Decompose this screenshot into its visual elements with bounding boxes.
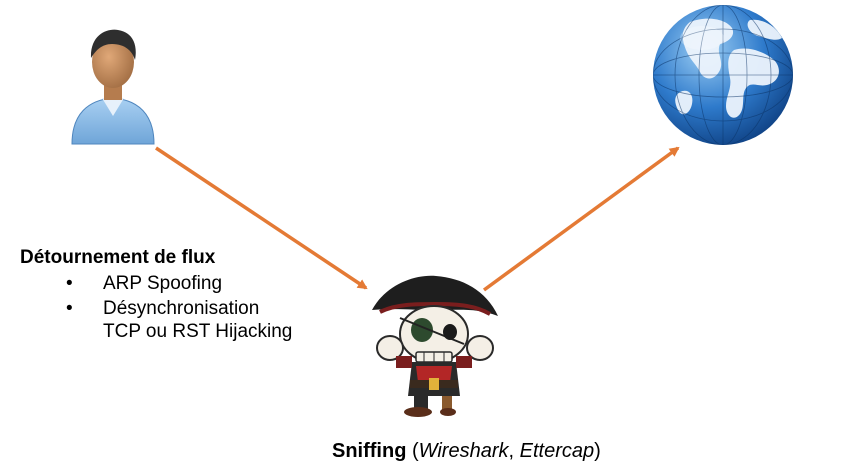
arrow-user-to-attacker bbox=[155, 146, 368, 290]
caption-tool-ettercap: Ettercap bbox=[519, 440, 595, 462]
hijack-title: Détournement de flux bbox=[20, 247, 216, 268]
arrow-attacker-to-internet bbox=[482, 146, 680, 292]
caption-close: ) bbox=[594, 440, 601, 462]
caption-tool-wireshark: Wireshark bbox=[418, 440, 509, 462]
list-item-text: Désynchronisation bbox=[103, 298, 260, 319]
hijack-list: • ARP Spoofing • Désynchronisation TCP o… bbox=[20, 272, 360, 343]
list-item: • ARP Spoofing bbox=[20, 272, 360, 295]
pirate-icon bbox=[372, 275, 498, 417]
list-item: • Désynchronisation TCP ou RST Hijacking bbox=[20, 297, 360, 343]
caption-open: ( bbox=[406, 440, 419, 462]
list-item-text: ARP Spoofing bbox=[103, 273, 223, 294]
bullet: • bbox=[66, 298, 73, 319]
sniffing-caption: Sniffing (Wireshark, Ettercap) bbox=[0, 438, 843, 464]
list-item-text: TCP ou RST Hijacking bbox=[103, 321, 293, 342]
user-icon bbox=[71, 29, 155, 145]
caption-label: Sniffing bbox=[332, 440, 407, 462]
globe-icon bbox=[653, 5, 793, 145]
hijack-methods: Détournement de flux • ARP Spoofing • Dé… bbox=[20, 246, 360, 345]
caption-separator: , bbox=[508, 440, 520, 462]
bullet: • bbox=[66, 273, 73, 294]
